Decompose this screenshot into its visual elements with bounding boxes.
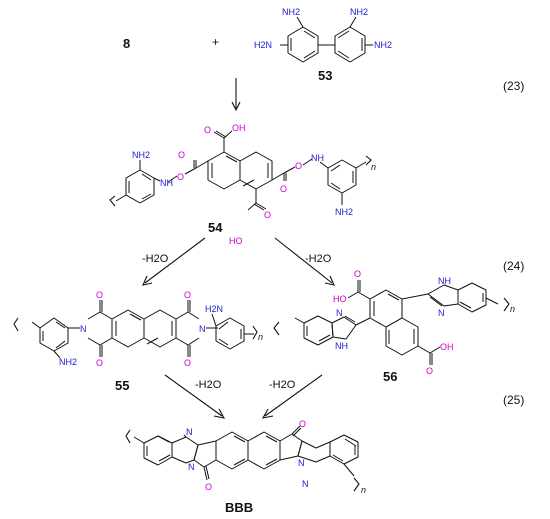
- c55-h2n: H2N: [205, 304, 223, 314]
- c53-nh2-top-right: NH2: [350, 7, 368, 17]
- c56-o-top: O: [354, 269, 361, 279]
- compound-55-structure: [13, 300, 258, 359]
- compound-53-label: 53: [318, 68, 332, 83]
- c55-o-2: O: [96, 358, 103, 368]
- c55-o-1: O: [96, 290, 103, 300]
- c56-n-left: N: [336, 308, 343, 318]
- bbb-n-4: N: [302, 479, 309, 489]
- c54-ho-bottom: HO: [229, 236, 243, 246]
- bbb-n-2: N: [188, 462, 195, 472]
- arrow-24-right: [274, 237, 333, 284]
- c54-o-left-ester: O: [177, 172, 184, 182]
- c54-nh2-right: NH2: [335, 207, 353, 217]
- c54-nh-left: NH: [160, 178, 173, 188]
- compound-54-label: 54: [208, 220, 223, 235]
- plus-sign: +: [212, 35, 219, 49]
- bbb-n-3: N: [298, 458, 305, 468]
- c56-o-bottom: O: [426, 366, 433, 376]
- c54-o-bottom: O: [264, 210, 271, 220]
- c55-o-4: O: [184, 358, 191, 368]
- c54-subscript-n: n: [371, 162, 376, 172]
- equation-24-label: (24): [503, 259, 524, 273]
- equation-25-label: (25): [503, 393, 524, 407]
- compound-bbb-structure: [125, 425, 360, 492]
- compound-54-structure: [109, 130, 372, 211]
- c55-subscript-n: n: [258, 332, 263, 342]
- c56-nh-left: NH: [335, 341, 348, 351]
- equation-23-label: (23): [503, 79, 524, 93]
- compound-55-label: 55: [115, 378, 129, 393]
- bbb-subscript-n: n: [361, 485, 366, 495]
- bbb-o-bottom: O: [205, 482, 212, 492]
- condition-24-left: -H2O: [142, 253, 169, 265]
- c55-nh2: NH2: [59, 357, 77, 367]
- c55-o-3: O: [184, 290, 191, 300]
- c55-n-right: N: [199, 324, 206, 334]
- condition-24-right: -H2O: [305, 253, 332, 265]
- arrow-24-left: [144, 237, 206, 284]
- compound-bbb-label: BBB: [225, 500, 253, 515]
- compound-8-label: 8: [123, 36, 130, 51]
- arrow-25-right: [264, 374, 323, 417]
- c55-n-left: N: [80, 324, 87, 334]
- c56-n-right: N: [438, 308, 445, 318]
- compound-56-label: 56: [383, 369, 397, 384]
- c54-o-right-ester: O: [295, 161, 302, 171]
- c56-subscript-n: n: [510, 304, 515, 314]
- c54-o-left-carbonyl: O: [178, 150, 185, 160]
- c56-oh-bottom: OH: [440, 342, 454, 352]
- c54-o-top: O: [204, 125, 211, 135]
- c54-nh2-left: NH2: [132, 150, 150, 160]
- c54-nh-right: NH: [311, 153, 324, 163]
- compound-56-structure: [273, 280, 510, 365]
- c53-nh2-right: NH2: [374, 40, 392, 50]
- bbb-o-top: O: [299, 419, 306, 429]
- compound-53-structure: [280, 16, 373, 63]
- bbb-n-1: N: [186, 427, 193, 437]
- c54-o-right-carbonyl: O: [280, 184, 287, 194]
- c56-ho-top: HO: [333, 294, 347, 304]
- condition-25-right: -H2O: [269, 379, 296, 391]
- arrow-25-left: [164, 374, 223, 417]
- c53-nh2-top-left: NH2: [282, 7, 300, 17]
- c53-h2n-left: H2N: [254, 40, 272, 50]
- condition-25-left: -H2O: [195, 379, 222, 391]
- c54-oh-top: OH: [232, 123, 246, 133]
- c56-nh-right: NH: [438, 276, 451, 286]
